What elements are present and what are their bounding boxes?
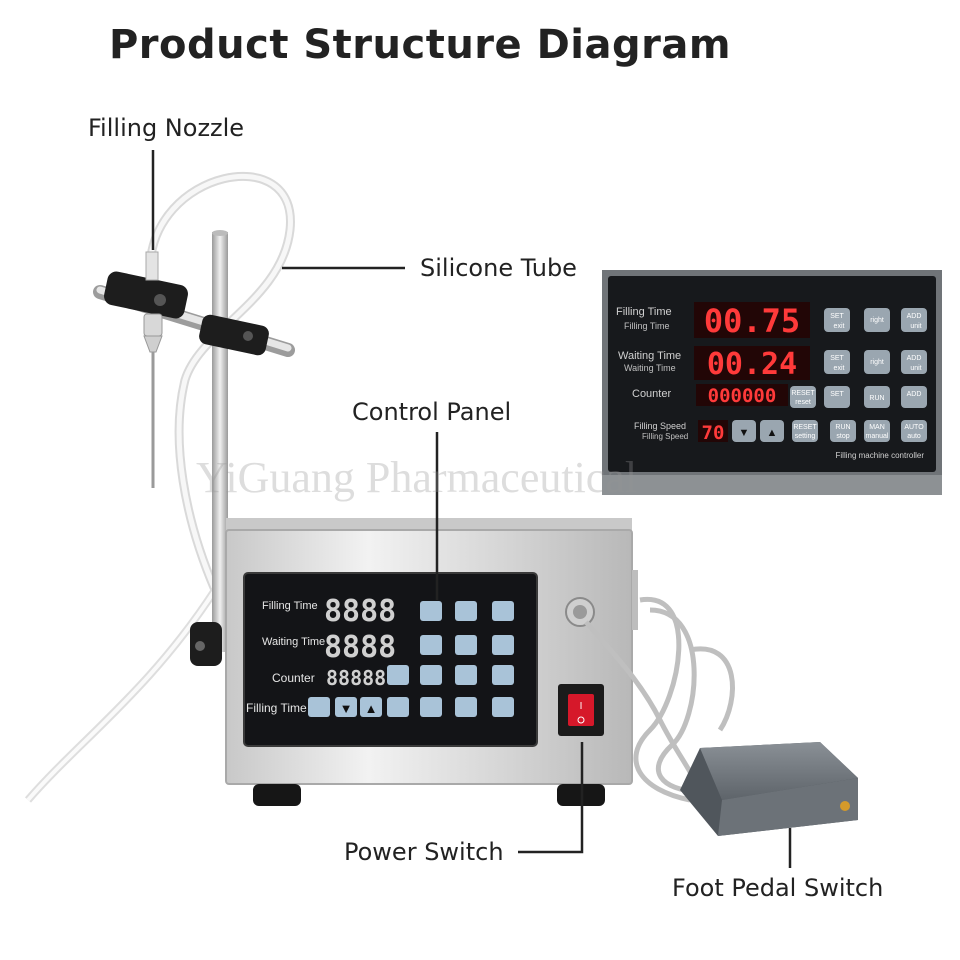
machine-button[interactable] [420, 665, 442, 685]
machine-button[interactable] [492, 697, 514, 717]
closeup-run-button[interactable] [864, 386, 890, 408]
page-title: Product Structure Diagram [108, 22, 732, 68]
closeup-button-label: AUTO [904, 424, 924, 431]
closeup-button-sublabel: exit [834, 323, 845, 330]
machine-filling-time-label: Filling Time [262, 600, 318, 612]
closeup-set-button[interactable] [824, 386, 850, 408]
machine-waiting-time-display: 8888 [324, 630, 396, 665]
closeup-reset-button[interactable] [790, 386, 816, 408]
closeup-down-button[interactable] [732, 420, 756, 442]
closeup-filling-time-display: 00.75 [704, 302, 800, 340]
machine-button[interactable] [455, 665, 477, 685]
cable-connector [565, 597, 595, 627]
closeup-right-button[interactable] [864, 308, 890, 332]
watermark: YiGuang Pharmaceutical [196, 453, 638, 502]
closeup-button-label: right [870, 359, 884, 366]
closeup-filling-time-sublabel: Filling Time [624, 321, 670, 331]
closeup-down-arrow-icon: ▼ [739, 427, 750, 439]
machine-bottom-row-label: Filling Time [246, 701, 307, 715]
callout-filling-nozzle: Filling Nozzle [88, 114, 245, 142]
closeup-right-button[interactable] [864, 350, 890, 374]
closeup-button-sublabel: auto [907, 433, 921, 440]
controller-closeup: Filling Time Filling Time Waiting Time W… [602, 270, 942, 495]
closeup-caption: Filling machine controller [836, 451, 925, 460]
closeup-filling-speed-sublabel: Filling Speed [642, 432, 688, 441]
closeup-button-label: ADD [907, 313, 922, 320]
closeup-button-label: SET [830, 355, 844, 362]
machine-button[interactable] [308, 697, 330, 717]
closeup-button-sublabel: unit [910, 323, 921, 330]
closeup-filling-speed-display: 70 [702, 422, 725, 444]
closeup-button-label: right [870, 317, 884, 324]
machine-control-panel: Filling Time Waiting Time Counter Fillin… [246, 594, 514, 717]
closeup-waiting-time-sublabel: Waiting Time [624, 363, 676, 373]
callout-foot-pedal-switch: Foot Pedal Switch [672, 874, 884, 902]
machine-button[interactable] [420, 601, 442, 621]
closeup-waiting-time-label: Waiting Time [618, 350, 681, 362]
closeup-button-sublabel: setting [795, 433, 816, 440]
closeup-button-label: ADD [907, 391, 922, 398]
closeup-set-button[interactable] [824, 350, 850, 374]
machine-button[interactable] [455, 601, 477, 621]
closeup-button-sublabel: unit [910, 365, 921, 372]
closeup-filling-time-label: Filling Time [616, 306, 672, 318]
machine-down-button[interactable] [335, 697, 357, 717]
callout-power-switch: Power Switch [344, 838, 504, 866]
up-arrow-icon: ▲ [365, 701, 378, 716]
machine-waiting-time-label: Waiting Time [262, 636, 325, 648]
nozzle-arm [93, 271, 295, 666]
closeup-button-label: RUN [835, 424, 850, 431]
closeup-button-label: RESET [793, 424, 817, 431]
closeup-up-button[interactable] [760, 420, 784, 442]
closeup-set-button[interactable] [824, 308, 850, 332]
leader-power-switch [518, 742, 584, 854]
closeup-button-label: RESET [791, 390, 815, 397]
callout-control-panel: Control Panel [352, 398, 512, 426]
machine-button[interactable] [455, 697, 477, 717]
machine-counter-display: 88888 [326, 666, 386, 690]
closeup-button-label: ADD [907, 355, 922, 362]
closeup-button-label: SET [830, 313, 844, 320]
closeup-add-button[interactable] [901, 350, 927, 374]
closeup-counter-label: Counter [632, 388, 671, 400]
closeup-button-label: MAN [869, 424, 885, 431]
machine-up-button[interactable] [360, 697, 382, 717]
closeup-up-arrow-icon: ▲ [767, 427, 778, 439]
machine-button[interactable] [492, 601, 514, 621]
machine-button[interactable] [492, 665, 514, 685]
machine-button[interactable] [387, 697, 409, 717]
closeup-button-sublabel: manual [866, 433, 889, 440]
machine-button[interactable] [420, 635, 442, 655]
silicone-tube [24, 171, 295, 803]
closeup-button-sublabel: stop [836, 433, 849, 440]
foot-pedal [680, 742, 858, 836]
closeup-auto-button[interactable] [901, 420, 927, 442]
closeup-waiting-time-display: 00.24 [707, 347, 797, 382]
closeup-filling-speed-label: Filling Speed [634, 421, 686, 431]
closeup-add-button[interactable] [901, 386, 927, 408]
machine-counter-label: Counter [272, 671, 315, 685]
closeup-add-button[interactable] [901, 308, 927, 332]
machine-filling-time-display: 8888 [324, 594, 396, 629]
machine-button[interactable] [492, 635, 514, 655]
filling-nozzle [143, 251, 163, 488]
machine-button[interactable] [455, 635, 477, 655]
closeup-manual-button[interactable] [864, 420, 890, 442]
closeup-button-label: RUN [869, 395, 884, 402]
svg-text:I: I [580, 701, 583, 712]
machine-button[interactable] [387, 665, 409, 685]
closeup-reset-setting-button[interactable] [792, 420, 818, 442]
closeup-button-label: SET [830, 391, 844, 398]
callout-silicone-tube: Silicone Tube [420, 254, 577, 282]
closeup-button-sublabel: exit [834, 365, 845, 372]
closeup-counter-display: 000000 [708, 385, 777, 407]
closeup-button-sublabel: reset [795, 399, 811, 406]
power-switch: I [558, 684, 604, 736]
down-arrow-icon: ▼ [340, 701, 353, 716]
machine-button[interactable] [420, 697, 442, 717]
closeup-run-stop-button[interactable] [830, 420, 856, 442]
